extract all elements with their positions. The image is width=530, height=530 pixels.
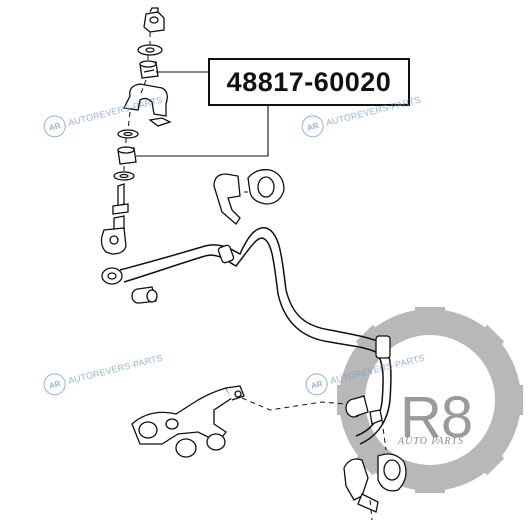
bar-bushing-left [131, 286, 158, 304]
brand-mark: R8 [400, 385, 473, 450]
bracket-right-upper [213, 169, 285, 225]
assembly-dashed-lines [123, 32, 387, 521]
leader-lines [136, 71, 269, 157]
part-number: 48817-60020 [226, 66, 392, 97]
lower-bushing [117, 146, 137, 165]
brand-subtitle: AUTO PARTS [398, 436, 465, 447]
lower-washer [117, 129, 139, 139]
bracket [123, 83, 172, 127]
r8-gear-logo [337, 307, 523, 493]
stabilizer-link [100, 183, 129, 255]
bar-bushing-mid [217, 244, 235, 264]
bracket-right-lower [343, 453, 407, 513]
stabilizer-bar [119, 227, 392, 445]
lower-nut [113, 171, 135, 181]
upper-washer [137, 44, 163, 56]
top-nut [143, 7, 165, 33]
upper-bushing [139, 60, 159, 79]
link-end-right [345, 395, 383, 425]
control-arm [131, 385, 245, 458]
bar-bushing-right [375, 335, 391, 359]
bar-end [101, 267, 123, 285]
part-number-callout: 48817-60020 [208, 58, 410, 106]
